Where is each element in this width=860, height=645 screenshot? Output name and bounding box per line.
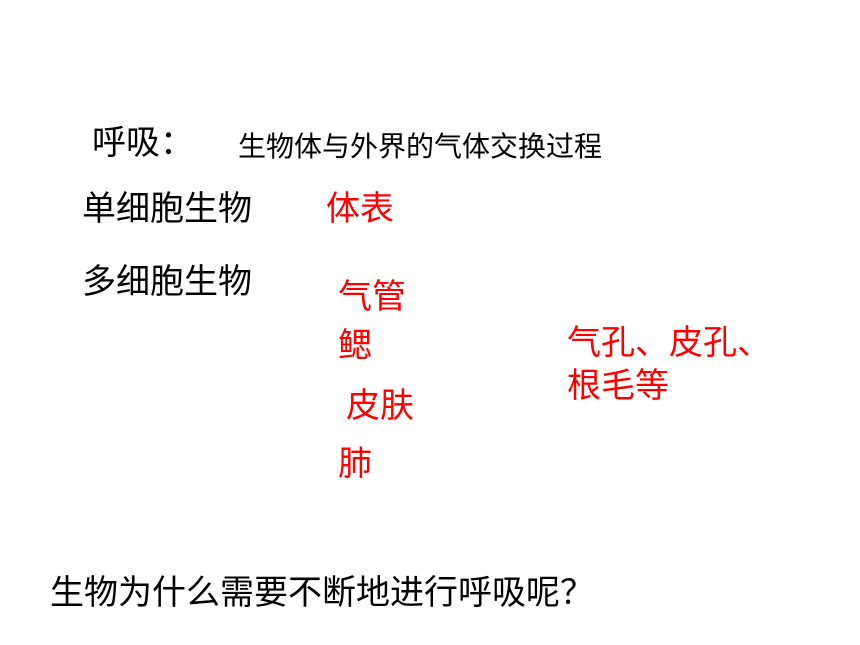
organ-gill: 鳃 xyxy=(338,326,372,366)
question-text: 生物为什么需要不断地进行呼吸呢？ xyxy=(50,573,594,613)
organ-trachea: 气管 xyxy=(338,277,406,317)
single-cell-organ: 体表 xyxy=(326,189,394,229)
plant-organs-line1: 气孔、皮孔、 xyxy=(567,323,771,363)
plant-organs-line2: 根毛等 xyxy=(567,366,669,406)
organ-lung: 肺 xyxy=(338,444,372,484)
organ-skin: 皮肤 xyxy=(346,386,414,426)
definition-text: 生物体与外界的气体交换过程 xyxy=(238,130,603,163)
multi-cell-label: 多细胞生物 xyxy=(82,262,252,302)
definition-term: 呼吸： xyxy=(92,123,194,163)
single-cell-label: 单细胞生物 xyxy=(82,189,252,229)
